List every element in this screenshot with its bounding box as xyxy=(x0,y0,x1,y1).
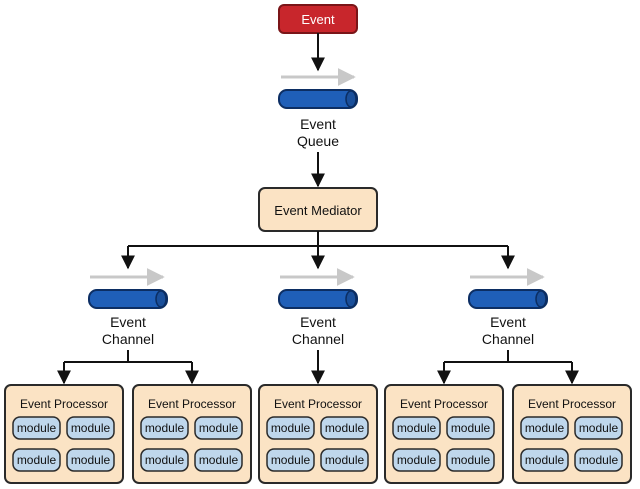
svg-text:module: module xyxy=(579,453,619,467)
channel-label-line1: Event xyxy=(110,314,146,330)
svg-text:module: module xyxy=(145,421,185,435)
svg-text:module: module xyxy=(199,421,239,435)
svg-text:module: module xyxy=(17,453,57,467)
module[interactable]: module xyxy=(140,448,189,472)
svg-text:module: module xyxy=(525,421,565,435)
event-processor-4[interactable]: Event Processor module module module mod… xyxy=(384,384,504,484)
channel-pipe-end xyxy=(535,290,547,308)
svg-text:module: module xyxy=(397,453,437,467)
module[interactable]: module xyxy=(266,448,315,472)
channel-pipe-end xyxy=(155,290,167,308)
module[interactable]: module xyxy=(392,416,441,440)
module[interactable]: module xyxy=(574,448,623,472)
channel-label-line2: Channel xyxy=(102,331,154,347)
svg-text:module: module xyxy=(325,453,365,467)
queue-label-line2: Queue xyxy=(297,133,339,149)
queue-pipe-end xyxy=(345,90,357,108)
svg-text:module: module xyxy=(525,453,565,467)
svg-text:module: module xyxy=(579,421,619,435)
svg-text:module: module xyxy=(451,453,491,467)
event-queue: Event Queue xyxy=(278,68,358,149)
module[interactable]: module xyxy=(320,416,369,440)
svg-text:module: module xyxy=(71,453,111,467)
event-mediator[interactable]: Event Mediator xyxy=(258,187,378,232)
module[interactable]: module xyxy=(194,416,243,440)
channel-label-line2: Channel xyxy=(292,331,344,347)
module[interactable]: module xyxy=(12,416,61,440)
channel-pipe xyxy=(88,289,168,309)
channel-label-line1: Event xyxy=(300,314,336,330)
module[interactable]: module xyxy=(140,416,189,440)
processor-title: Event Processor xyxy=(528,397,616,411)
queue-pipe xyxy=(278,89,358,109)
module[interactable]: module xyxy=(446,448,495,472)
svg-text:module: module xyxy=(451,421,491,435)
svg-text:module: module xyxy=(199,453,239,467)
event-channel-2: Event Channel xyxy=(278,268,358,347)
svg-text:module: module xyxy=(71,421,111,435)
processor-title: Event Processor xyxy=(20,397,108,411)
svg-text:module: module xyxy=(271,453,311,467)
svg-text:module: module xyxy=(271,421,311,435)
module[interactable]: module xyxy=(392,448,441,472)
event-node[interactable]: Event xyxy=(278,4,358,34)
module[interactable]: module xyxy=(446,416,495,440)
module[interactable]: module xyxy=(520,448,569,472)
event-processor-3[interactable]: Event Processor module module module mod… xyxy=(258,384,378,484)
svg-text:module: module xyxy=(397,421,437,435)
module[interactable]: module xyxy=(574,416,623,440)
mediator-branches xyxy=(121,231,515,270)
event-channel-3: Event Channel xyxy=(468,268,548,347)
event-channel-1: Event Channel xyxy=(88,268,168,347)
mediator-label: Event Mediator xyxy=(274,203,362,218)
module[interactable]: module xyxy=(520,416,569,440)
channel-label-line1: Event xyxy=(490,314,526,330)
event-label: Event xyxy=(301,12,335,27)
processor-title: Event Processor xyxy=(148,397,236,411)
queue-label-line1: Event xyxy=(300,116,336,132)
module[interactable]: module xyxy=(266,416,315,440)
channel-pipe xyxy=(468,289,548,309)
event-processor-2[interactable]: Event Processor module module module mod… xyxy=(132,384,252,484)
channel-label-line2: Channel xyxy=(482,331,534,347)
channel-to-processor-connectors xyxy=(57,350,579,385)
channel-pipe xyxy=(278,289,358,309)
event-processor-5[interactable]: Event Processor module module module mod… xyxy=(512,384,632,484)
channel-pipe-end xyxy=(345,290,357,308)
svg-text:module: module xyxy=(17,421,57,435)
processor-title: Event Processor xyxy=(400,397,488,411)
module[interactable]: module xyxy=(66,416,115,440)
module[interactable]: module xyxy=(12,448,61,472)
event-processor-1[interactable]: Event Processor module module module mod… xyxy=(4,384,124,484)
svg-text:module: module xyxy=(145,453,185,467)
svg-text:module: module xyxy=(325,421,365,435)
processor-title: Event Processor xyxy=(274,397,362,411)
module[interactable]: module xyxy=(194,448,243,472)
module[interactable]: module xyxy=(66,448,115,472)
module[interactable]: module xyxy=(320,448,369,472)
